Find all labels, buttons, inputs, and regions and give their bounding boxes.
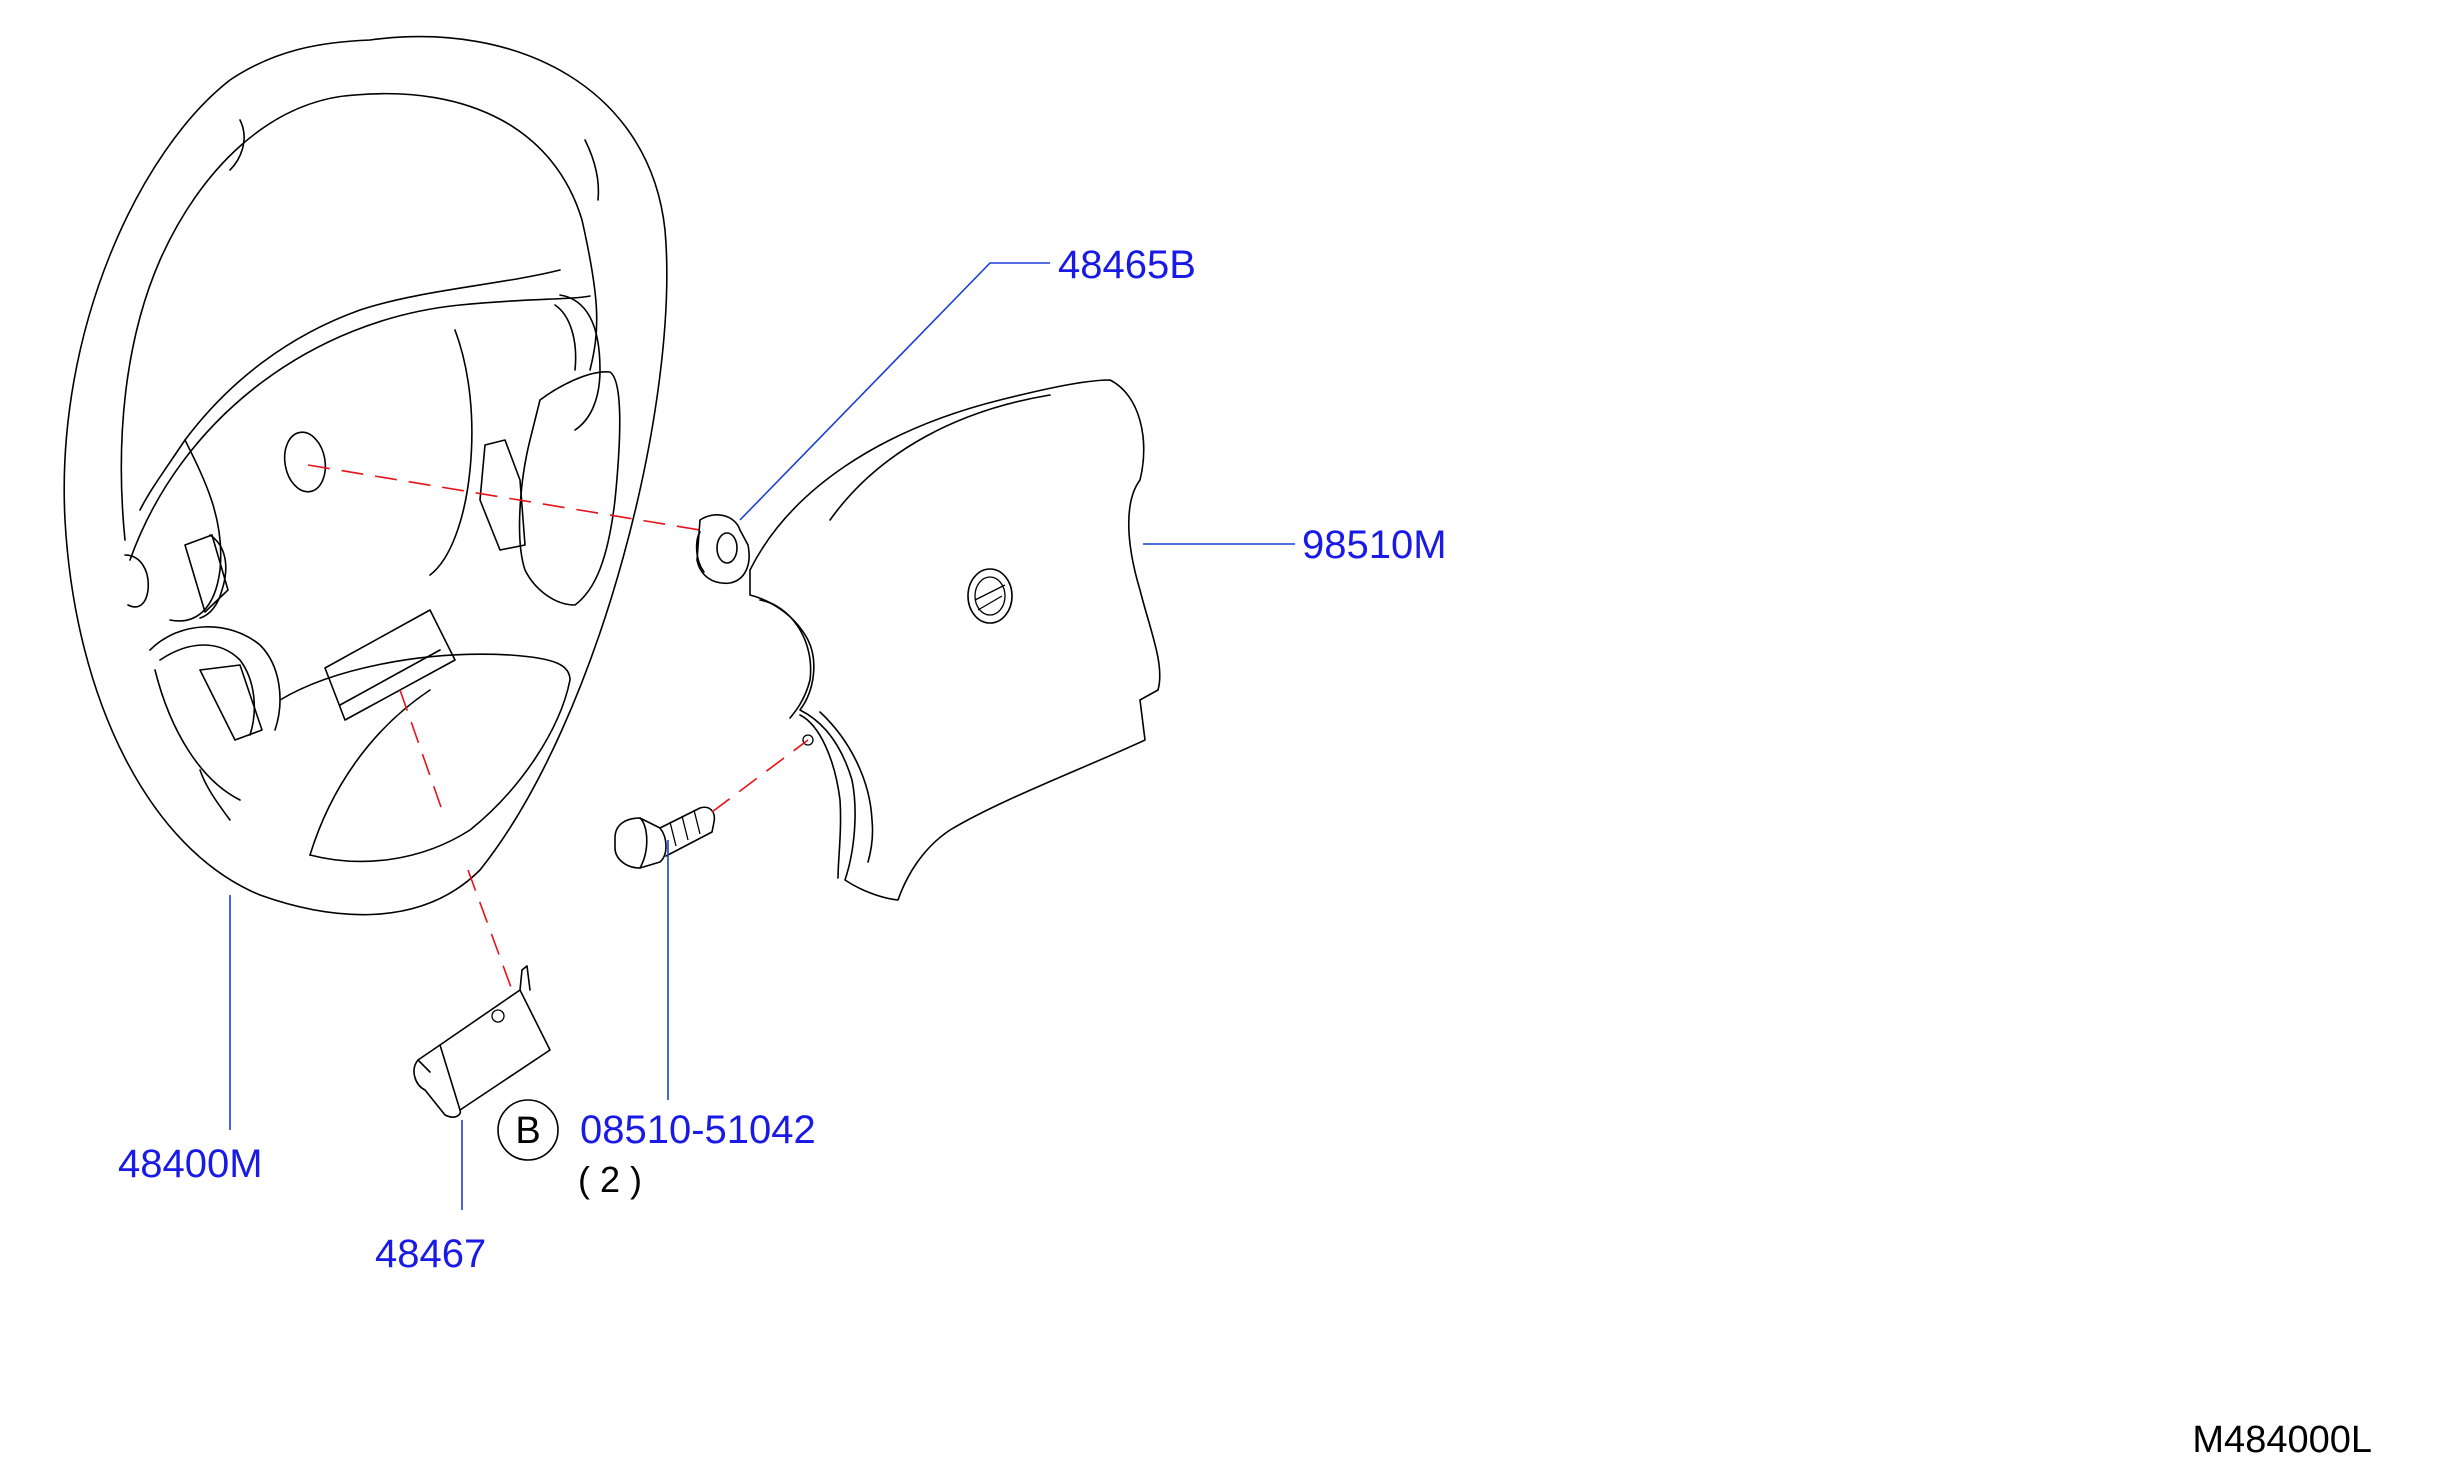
centerline-hub-to-plug [307, 464, 701, 531]
horn-pad[interactable] [749, 379, 1161, 901]
callout-circle-b [497, 1099, 559, 1161]
label-08510-51042[interactable]: 08510-51042 [580, 1108, 816, 1152]
centerline-hub-to-bracket [467, 869, 513, 991]
callout-marker-b: B [515, 1110, 540, 1152]
label-48467[interactable]: 48467 [375, 1232, 486, 1276]
label-48465B[interactable]: 48465B [1058, 243, 1196, 287]
leader-48465B [739, 262, 1050, 521]
steering-wheel[interactable] [63, 35, 668, 916]
drawing-code: M484000L [2192, 1419, 2372, 1461]
centerline-pad-to-hub [399, 689, 443, 811]
centerline-bolt-to-pad [711, 739, 809, 813]
bolt-quantity: ( 2 ) [578, 1159, 642, 1200]
plug[interactable] [695, 514, 750, 585]
leader-lines [229, 262, 1295, 1210]
centerlines [307, 464, 809, 991]
bracket[interactable] [413, 965, 551, 1118]
bolt[interactable] [614, 806, 716, 869]
label-98510M[interactable]: 98510M [1302, 523, 1447, 567]
label-48400M[interactable]: 48400M [118, 1142, 263, 1186]
